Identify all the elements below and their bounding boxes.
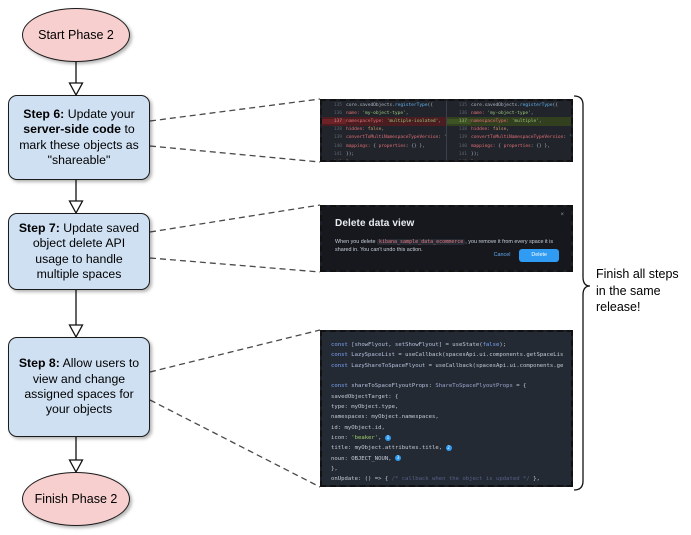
close-icon[interactable]: ×	[560, 212, 564, 218]
diff-line: 135 core.savedObjects.registerType({	[322, 101, 446, 109]
diff-line-number: 140	[333, 143, 342, 149]
brace-annotation-label: Finish all steps in the same release!	[596, 267, 679, 314]
diff-line-code: });	[346, 151, 355, 157]
node-start-label: Start Phase 2	[38, 28, 114, 42]
share-to-space-flyout-code-screenshot[interactable]: const [showFlyout, setShowFlyout] = useS…	[320, 330, 573, 487]
diff-line: 136 name: 'my-object-type',	[447, 109, 571, 117]
step-6-text2: to mark these objects as "shareable"	[19, 122, 139, 167]
step-8-prefix: Step 8:	[18, 356, 60, 371]
code-listing: const [showFlyout, setShowFlyout] = useS…	[322, 332, 571, 485]
diff-line: 141});	[322, 150, 446, 158]
code-line: namespaces: myObject.namespaces,	[331, 414, 439, 421]
diff-line-number: 136	[458, 110, 467, 116]
diff-line: 137 namespaceType: 'multiple',	[447, 117, 571, 126]
step-6-strong: server-side code	[23, 122, 122, 137]
diff-line-code: mappings: { properties: {} },	[471, 143, 550, 149]
diff-line: 137 namespaceType: 'multiple-isolated',	[322, 117, 446, 126]
diff-line: 139 convertToMultiNamespaceTypeVersion: …	[322, 134, 446, 142]
diff-line-number: 137	[322, 118, 346, 124]
diff-line: 141});	[447, 150, 571, 158]
code-line: const shareToSpaceFlyoutProps: ShareToSp…	[331, 383, 527, 390]
diff-line-code: convertToMultiNamespaceTypeVersion: '	[346, 135, 447, 141]
code-line: const LazySpaceList = useCallback(spaces…	[331, 352, 564, 359]
diff-line-number: 136	[333, 110, 342, 116]
diff-line-code: namespaceType: 'multiple-isolated',	[346, 118, 442, 124]
modal-body-code: kibana_sample_data_ecommerce	[376, 239, 466, 245]
node-finish-phase-2[interactable]: Finish Phase 2	[22, 472, 130, 526]
diff-line-number: 141	[458, 151, 467, 157]
cancel-button[interactable]: Cancel	[493, 252, 511, 259]
code-line: onUpdate: () => { /* callback when the o…	[331, 476, 540, 483]
diff-line: 135 core.savedObjects.registerType({	[447, 101, 571, 109]
modal-body-before: When you delete	[335, 239, 377, 245]
diff-line-number: 135	[333, 102, 342, 108]
node-step-8-text: Step 8: Allow users to view and change a…	[16, 356, 142, 417]
diff-line-code: name: 'my-object-type',	[471, 110, 534, 116]
diff-line: 140 mappings: { properties: {} },	[322, 142, 446, 150]
node-finish-label: Finish Phase 2	[34, 492, 118, 506]
code-line: const LazyShareToSpaceFlyout = useCallba…	[331, 362, 564, 369]
diff-line: 136 name: 'my-object-type',	[322, 109, 446, 117]
diff-line-number: 140	[458, 143, 467, 149]
diff-line-code: });	[471, 151, 480, 157]
diff-line: 138 hidden: false,	[447, 126, 571, 134]
diff-line-number: 138	[333, 127, 342, 133]
diff-line-code: name: 'my-object-type',	[346, 110, 409, 116]
diff-line-number: 141	[333, 151, 342, 157]
node-step-8[interactable]: Step 8: Allow users to view and change a…	[8, 337, 150, 437]
modal-actions: Cancel Delete	[493, 248, 559, 262]
code-line: icon: 'beaker', 1	[331, 434, 391, 442]
code-callout-badge: 1	[384, 434, 391, 441]
diff-line-code: hidden: false,	[346, 127, 385, 133]
diff-line-number: 139	[458, 135, 467, 141]
diff-line-number: 137	[447, 118, 471, 124]
code-line: id: myObject.id,	[331, 424, 385, 431]
code-callout-badge: 3	[395, 455, 401, 462]
modal-body: When you delete kibana_sample_data_ecomm…	[335, 238, 558, 255]
diff-line-code: core.savedObjects.registerType({	[471, 102, 558, 108]
code-line: type: myObject.type,	[331, 404, 399, 411]
delete-button[interactable]: Delete	[519, 248, 559, 262]
step-7-prefix: Step 7:	[18, 220, 60, 235]
code-line: savedObjectTarget: {	[331, 393, 399, 400]
node-step-7[interactable]: Step 7: Update saved object delete API u…	[8, 213, 150, 290]
code-line	[331, 371, 571, 381]
step-7-text: Update saved object delete API usage to …	[32, 220, 140, 281]
diff-line: 138 hidden: false,	[322, 126, 446, 134]
step-8-text: Allow users to view and change assigned …	[24, 356, 140, 417]
modal-title: Delete data view	[335, 218, 415, 229]
diff-line: 139 convertToMultiNamespaceTypeVersion: …	[447, 134, 571, 142]
diff-line: 142}	[447, 158, 571, 161]
diff-line-code: mappings: { properties: {} },	[346, 143, 425, 149]
node-step-6[interactable]: Step 6: Update your server-side code to …	[8, 95, 150, 180]
diff-line-number: 135	[458, 102, 467, 108]
node-step-6-text: Step 6: Update your server-side code to …	[16, 107, 142, 168]
diff-line-code: convertToMultiNamespaceTypeVersion: '	[471, 135, 571, 141]
diff-line: 142}	[322, 158, 446, 161]
code-line: noun: OBJECT_NOUN, 3	[331, 455, 401, 462]
delete-data-view-modal-screenshot[interactable]: × Delete data view When you delete kiban…	[320, 205, 573, 272]
step-6-text: Update your	[64, 106, 135, 121]
diff-line-number: 138	[458, 127, 467, 133]
diff-line-code: core.savedObjects.registerType({	[346, 102, 433, 108]
diff-line-number: 139	[333, 135, 342, 141]
code-callout-badge: 2	[445, 444, 452, 451]
step-6-prefix: Step 6:	[23, 106, 65, 121]
code-line: title: myObject.attributes.title, 2	[331, 444, 452, 452]
diff-line-code: namespaceType: 'multiple',	[471, 118, 542, 124]
diff-line-code: hidden: false,	[471, 127, 510, 133]
diff-line: 140 mappings: { properties: {} },	[447, 142, 571, 150]
node-start-phase-2[interactable]: Start Phase 2	[22, 8, 130, 62]
node-step-7-text: Step 7: Update saved object delete API u…	[16, 221, 142, 282]
code-line: const [showFlyout, setShowFlyout] = useS…	[331, 342, 507, 348]
code-line: },	[331, 466, 338, 473]
modal-body-after: , you remove it from every space it is s…	[335, 239, 554, 254]
modal-window: × Delete data view When you delete kiban…	[322, 207, 571, 270]
